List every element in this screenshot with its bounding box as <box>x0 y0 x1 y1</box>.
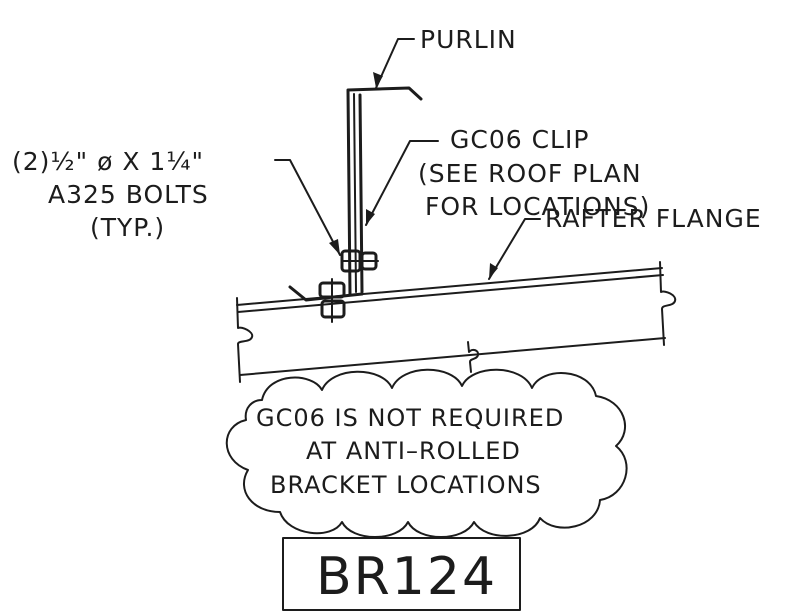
revision-cloud-outline <box>225 368 628 538</box>
clip-leader-arrow <box>366 209 375 225</box>
clip-leader <box>365 140 439 226</box>
bolts-leader-arrow <box>329 239 340 255</box>
purlin-label: PURLIN <box>420 25 517 54</box>
rafter-right-break <box>659 261 677 346</box>
purlin <box>346 86 423 297</box>
clip-label-line3: FOR LOCATIONS) <box>425 192 650 221</box>
purlin-leader <box>375 38 415 89</box>
bolt-upper <box>340 249 379 273</box>
bolt-lower <box>318 278 346 323</box>
clip-label-line1: GC06 CLIP <box>450 125 589 154</box>
detail-tag-box <box>282 537 521 611</box>
rafter-left-break <box>236 297 254 383</box>
clip-label-line2: (SEE ROOF PLAN <box>418 159 642 188</box>
rafter-flange-top-line <box>236 267 663 306</box>
revision-cloud: GC06 IS NOT REQUIRED AT ANTI–ROLLED BRAC… <box>225 368 628 538</box>
bolts-label-line2: A325 BOLTS <box>48 180 209 209</box>
bolts-label-line1: (2)½" ø X 1¼" <box>12 147 204 176</box>
cloud-note-line2: AT ANTI–ROLLED <box>306 437 521 465</box>
rafter-flange-label: RAFTER FLANGE <box>545 204 762 233</box>
rafter-center-break <box>467 341 480 373</box>
bolts-label-line3: (TYP.) <box>90 213 165 242</box>
rafter-flange-bottom-line <box>237 274 664 313</box>
purlin-section-inner <box>353 93 357 293</box>
rafter-leader-arrow <box>489 263 498 279</box>
purlin-leader-arrow <box>373 72 383 88</box>
leaders <box>274 38 541 280</box>
cloud-note-line1: GC06 IS NOT REQUIRED <box>256 404 564 432</box>
detail-tag: BR124 <box>282 537 521 611</box>
purlin-section <box>346 86 423 297</box>
detail-tag-text: BR124 <box>316 547 497 607</box>
rafter <box>236 261 677 383</box>
bolts-leader <box>274 159 341 256</box>
rafter-bottom-line <box>239 337 666 376</box>
rafter-leader <box>488 218 541 280</box>
cloud-note-line3: BRACKET LOCATIONS <box>270 471 542 499</box>
